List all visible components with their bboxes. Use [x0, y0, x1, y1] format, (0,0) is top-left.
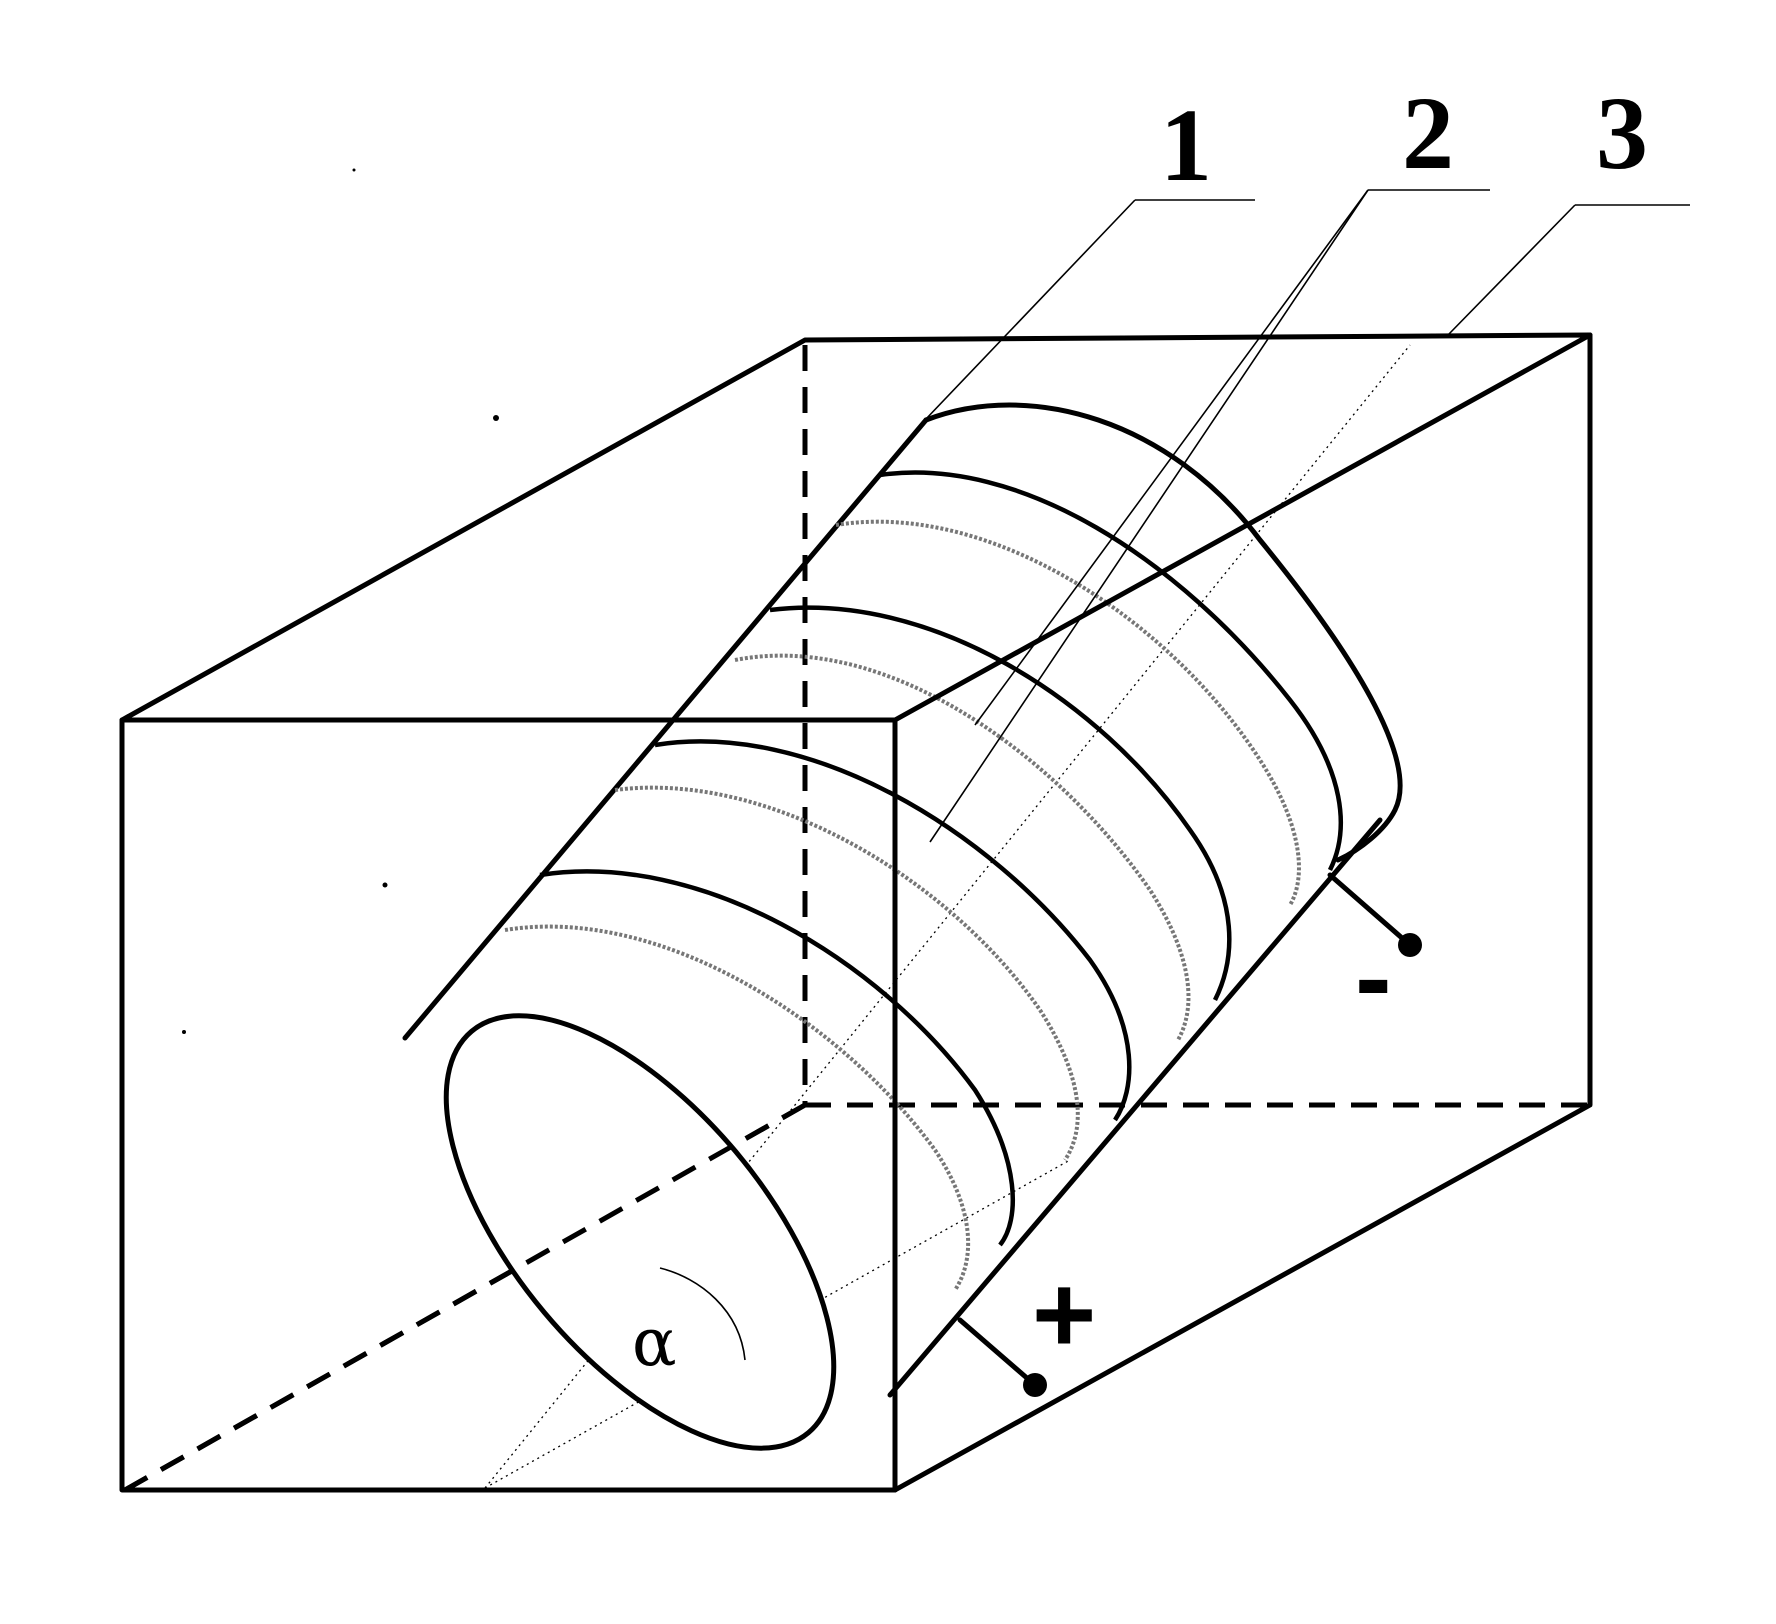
cylinder-top-generator — [402, 417, 929, 1041]
winding-ring — [654, 739, 1132, 1122]
winding-wire — [504, 924, 971, 1292]
angle-arc — [659, 1267, 746, 1361]
speck — [493, 415, 499, 421]
plus-sign: + — [1032, 1253, 1096, 1376]
box-right-face — [892, 332, 1593, 1493]
cylinder-front-face — [443, 1013, 837, 1451]
hidden-depth-edge-front — [123, 1102, 807, 1493]
scan-specks — [182, 168, 499, 1034]
plus-terminal — [1023, 1373, 1047, 1397]
ref-numeral-1: 1 — [1160, 88, 1212, 203]
winding-wire — [734, 653, 1191, 1041]
cylinder-back-cap — [923, 402, 1403, 863]
box-top-face — [119, 332, 1593, 723]
reference-numerals: 1 2 3 — [924, 76, 1690, 843]
winding-wire — [835, 519, 1301, 907]
cylinder — [402, 402, 1403, 1451]
minus-sign: - — [1355, 916, 1392, 1039]
minus-terminal — [1398, 933, 1422, 957]
minus-lead — [1327, 872, 1413, 948]
ref-2-leader-a — [974, 189, 1369, 726]
angle-alpha-label: α — [632, 1304, 677, 1381]
ref-1-leader — [924, 199, 1136, 421]
plus-lead — [957, 1317, 1038, 1388]
terminals: - + — [957, 872, 1422, 1397]
speck — [382, 882, 388, 888]
ref-2-leader-b — [929, 189, 1369, 843]
winding-ring — [879, 470, 1343, 872]
winding-ring — [539, 869, 1015, 1247]
ref-numeral-3: 3 — [1596, 76, 1648, 191]
speck — [352, 168, 356, 172]
ref-3-leader — [1447, 204, 1576, 336]
winding-wire — [614, 785, 1080, 1162]
speck — [182, 1030, 186, 1034]
angle-marker: α — [632, 1267, 746, 1381]
angle-ray — [484, 1159, 1071, 1489]
winding-ring — [769, 605, 1232, 1002]
cylinder-bottom-generator — [887, 817, 1383, 1398]
ref-numeral-2: 2 — [1402, 76, 1454, 191]
